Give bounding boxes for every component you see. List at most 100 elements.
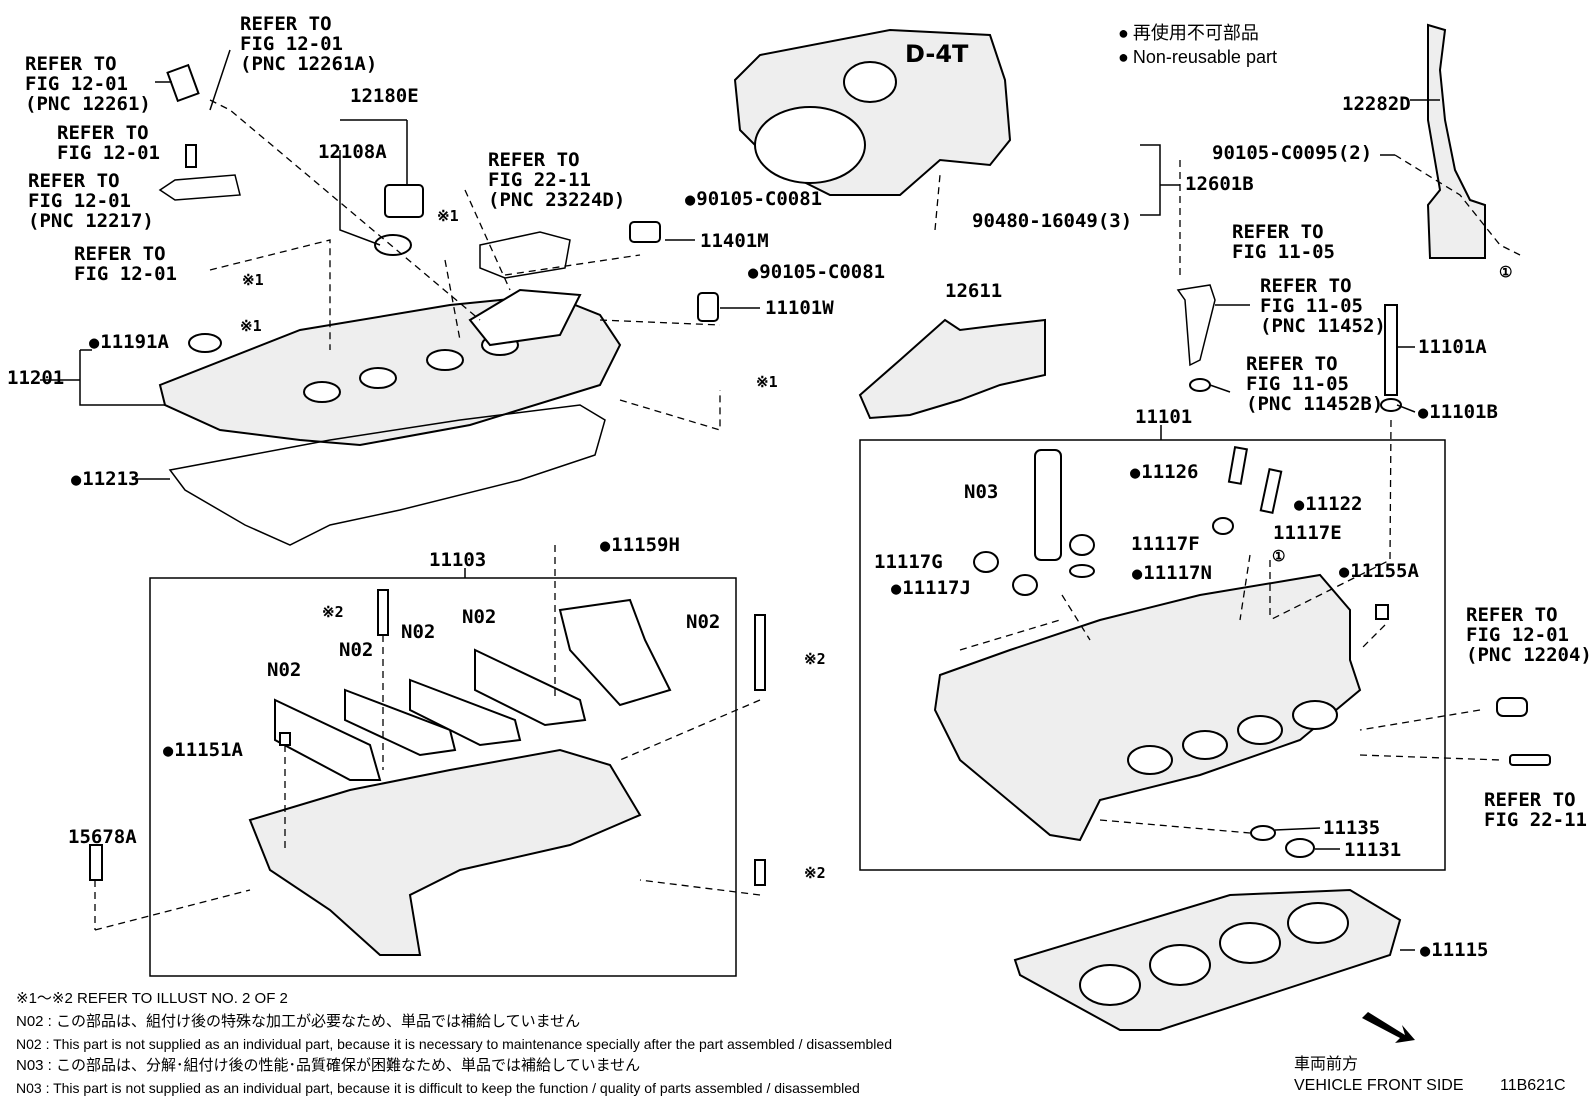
label-n02-b: N02 bbox=[339, 639, 374, 661]
front-side-en: VEHICLE FRONT SIDE bbox=[1294, 1077, 1464, 1094]
part-11117f: 11117F bbox=[1131, 533, 1200, 555]
bolt-11101a bbox=[1384, 304, 1398, 396]
oil-filler-cap bbox=[384, 184, 424, 218]
note-n02-en: N02 : This part is not supplied as an in… bbox=[16, 1036, 892, 1052]
camshaft-housing-box bbox=[149, 577, 737, 977]
part-11117j: 11117J bbox=[891, 578, 971, 599]
part-12180e: 12180E bbox=[350, 85, 419, 107]
illustration-code: 11B621C bbox=[1500, 1077, 1566, 1094]
part-11115: 11115 bbox=[1420, 940, 1488, 961]
pin-11122 bbox=[1259, 468, 1283, 514]
note-n03-en: N03 : This part is not supplied as an in… bbox=[16, 1080, 860, 1096]
ref-mark-1-d: ※1 bbox=[756, 373, 778, 391]
label-n02-e: N02 bbox=[686, 611, 721, 633]
part-90480: 90480-16049(3) bbox=[972, 210, 1133, 232]
part-90105-c0081-a: 90105-C0081 bbox=[685, 189, 822, 210]
legend-en: ●Non-reusable part bbox=[1118, 47, 1277, 67]
sensor-11101w bbox=[697, 292, 719, 322]
note-n02-jp: N02 : この部品は、組付け後の特殊な加工が必要なため、単品では補給していませ… bbox=[16, 1013, 581, 1030]
part-12611: 12611 bbox=[945, 280, 1003, 302]
ref-mark-1-b: ※1 bbox=[242, 271, 264, 289]
pipe-11452 bbox=[1176, 284, 1216, 367]
camshaft-housing bbox=[248, 598, 672, 956]
circle-mark-1-a: ① bbox=[1499, 263, 1513, 281]
sensor-11401m bbox=[629, 221, 661, 243]
part-11191a: 11191A bbox=[89, 332, 169, 353]
oil-seal-11191a bbox=[188, 333, 222, 353]
part-11117e: 11117E bbox=[1273, 522, 1342, 544]
legend-jp: ●再使用不可部品 bbox=[1118, 23, 1259, 43]
part-11131: 11131 bbox=[1344, 839, 1402, 861]
front-side-jp: 車両前方 bbox=[1294, 1056, 1359, 1073]
part-11101a: 11101A bbox=[1418, 336, 1487, 358]
part-n03: N03 bbox=[964, 481, 999, 503]
head-cover-gasket bbox=[168, 404, 606, 546]
filler-cap-seal bbox=[374, 234, 412, 256]
oring-11452b bbox=[1189, 378, 1211, 392]
cylinder-head bbox=[933, 573, 1362, 842]
part-11117n: 11117N bbox=[1132, 563, 1212, 584]
ref-mark-1-c: ※1 bbox=[240, 317, 262, 335]
bolt-ref2-c bbox=[754, 859, 766, 886]
plug-12204 bbox=[1496, 697, 1528, 717]
bolt-15678a bbox=[89, 844, 103, 881]
part-11201: 11201 bbox=[7, 367, 65, 389]
part-12108a: 12108A bbox=[318, 141, 387, 163]
label-n02-d: N02 bbox=[462, 606, 497, 628]
label-n02-a: N02 bbox=[267, 659, 302, 681]
cover-logo: D-4T bbox=[905, 40, 969, 68]
washer-11117n bbox=[1069, 564, 1095, 578]
part-12282d: 12282D bbox=[1342, 93, 1411, 115]
plug-11117e bbox=[1212, 517, 1234, 535]
insulator-12611 bbox=[858, 318, 1046, 420]
hose-part bbox=[166, 63, 200, 103]
note-n03-jp: N03 : この部品は、分解･組付け後の性能･品質確保が困難なため、単品では補給… bbox=[16, 1057, 641, 1074]
part-11213: 11213 bbox=[71, 469, 139, 490]
plug-11117f bbox=[1069, 534, 1095, 556]
part-11135: 11135 bbox=[1323, 817, 1381, 839]
stud-ref-2211 bbox=[1509, 754, 1551, 766]
cylinder-head-cover bbox=[158, 288, 622, 447]
part-15678a: 15678A bbox=[68, 826, 137, 848]
head-gasket bbox=[1013, 888, 1402, 1031]
pin-11126 bbox=[1227, 446, 1249, 485]
circle-mark-1-b: ① bbox=[1272, 547, 1286, 565]
part-90105-c0095: 90105-C0095(2) bbox=[1212, 142, 1373, 164]
part-11401m: 11401M bbox=[700, 230, 769, 252]
part-11103: 11103 bbox=[429, 549, 487, 571]
bolt-ref2-a bbox=[377, 589, 389, 636]
vehicle-front-arrow bbox=[1362, 1012, 1415, 1043]
sleeve-n03 bbox=[1034, 449, 1062, 561]
pin-11151a bbox=[279, 732, 291, 746]
sensor-12217 bbox=[158, 174, 241, 201]
seal-11117j bbox=[1012, 574, 1038, 596]
gasket-11135 bbox=[1250, 825, 1276, 841]
bolt-sensor bbox=[185, 144, 197, 168]
part-11151a: 11151A bbox=[163, 740, 243, 761]
seal-11131 bbox=[1285, 838, 1315, 858]
part-11126: 11126 bbox=[1130, 462, 1198, 483]
ref-mark-2-a: ※2 bbox=[322, 603, 344, 621]
engine-cover: D-4T bbox=[733, 28, 1012, 196]
part-11101b: 11101B bbox=[1418, 402, 1498, 423]
part-12601b: 12601B bbox=[1185, 173, 1254, 195]
note-ref-illust: ※1～※2 REFER TO ILLUST NO. 2 OF 2 bbox=[16, 990, 288, 1007]
bracket-12282d bbox=[1426, 23, 1486, 259]
label-n02-c: N02 bbox=[401, 621, 436, 643]
part-90105-c0081-b: 90105-C0081 bbox=[748, 262, 885, 283]
part-11101w: 11101W bbox=[765, 297, 834, 319]
long-bolt-ref2 bbox=[754, 614, 766, 691]
part-11159h: 11159H bbox=[600, 535, 680, 556]
ref-mark-2-c: ※2 bbox=[804, 864, 826, 882]
